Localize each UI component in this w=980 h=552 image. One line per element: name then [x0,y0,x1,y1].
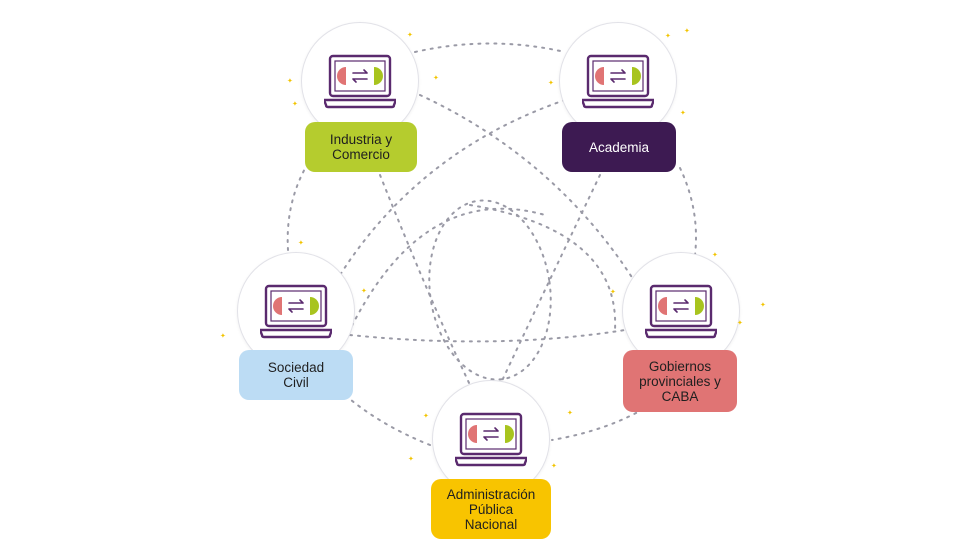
inner-arc-a [344,207,546,341]
laptop-exchange-icon [645,284,717,339]
sparkle-icon: ✦ [548,80,554,87]
sparkle-icon: ✦ [610,289,616,296]
sparkle-icon: ✦ [665,33,671,40]
sparkle-icon: ✦ [567,410,573,417]
sparkle-icon: ✦ [408,456,414,463]
link-sociedad-industria [286,159,311,251]
sparkle-icon: ✦ [292,101,298,108]
label-industria[interactable]: Industria y Comercio [305,122,417,172]
sparkle-icon: ✦ [287,78,293,85]
laptop-exchange-icon [324,54,396,109]
sparkle-icon: ✦ [361,288,367,295]
sparkle-icon: ✦ [298,240,304,247]
link-administracion-sociedad [344,394,431,446]
link-academia-sociedad [339,99,566,276]
laptop-exchange-icon [582,54,654,109]
sparkle-icon: ✦ [712,252,718,259]
sparkle-icon: ✦ [551,463,557,470]
laptop-exchange-icon [455,412,527,467]
sparkle-icon: ✦ [433,75,439,82]
link-industria-gobiernos [419,94,641,291]
label-academia[interactable]: Academia [562,122,676,172]
sparkle-icon: ✦ [220,333,226,340]
label-sociedad[interactable]: Sociedad Civil [239,350,353,400]
node-circle-academia [559,22,677,140]
sparkle-icon: ✦ [407,32,413,39]
link-academia-gobiernos [679,167,697,256]
sparkle-icon: ✦ [423,413,429,420]
link-academia-administracion [499,174,601,386]
laptop-exchange-icon [260,284,332,339]
sparkle-icon: ✦ [737,320,743,327]
sparkle-icon: ✦ [684,28,690,35]
sparkle-icon: ✦ [680,110,686,117]
node-circle-industria [301,22,419,140]
inner-arc-b [469,204,617,331]
inner-ring [428,199,552,381]
node-circle-administracion [432,380,550,498]
label-gobiernos[interactable]: Gobiernos provinciales y CABA [623,350,737,412]
label-administracion[interactable]: Administración Pública Nacional [431,479,551,539]
link-sociedad-gobiernos [349,329,626,343]
link-industria-academia [414,42,566,53]
link-industria-administracion [379,174,471,386]
sparkle-icon: ✦ [760,302,766,309]
